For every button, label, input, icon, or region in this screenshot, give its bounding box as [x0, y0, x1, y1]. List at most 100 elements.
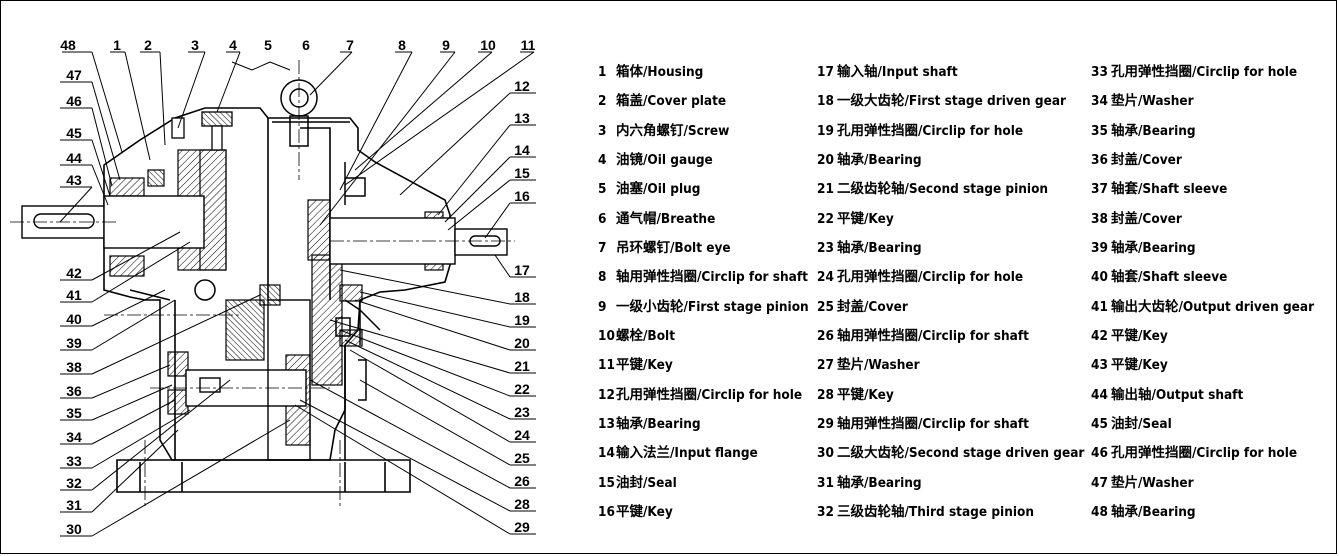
- part-label: 油塞/Oil plug: [616, 181, 701, 198]
- part-label: 平键/Key: [837, 210, 894, 227]
- part-number: 19: [817, 122, 834, 139]
- part-label: 轴承/Bearing: [837, 151, 922, 168]
- part-number: 10: [598, 327, 615, 344]
- part-number: 11: [598, 357, 615, 374]
- part-number: 28: [817, 386, 834, 403]
- callout-8: 8: [398, 37, 406, 53]
- part-item: 16平键/Key: [598, 502, 809, 531]
- callout-22: 22: [514, 381, 530, 397]
- part-label: 二级大齿轮/Second stage driven gear: [837, 445, 1085, 462]
- part-item: 13轴承/Bearing: [598, 414, 809, 443]
- part-number: 45: [1091, 415, 1108, 432]
- callout-10: 10: [480, 37, 496, 53]
- oil-gauge: [171, 111, 233, 151]
- part-label: 轴承/Bearing: [1111, 239, 1196, 256]
- callout-numbers: 48 1 2 3 4 5 6 7 8 9 10 11 47 46 45 44 4…: [60, 37, 535, 537]
- part-number: 4: [598, 151, 607, 168]
- part-number: 46: [1091, 445, 1108, 462]
- part-label: 输出大齿轮/Output driven gear: [1111, 298, 1315, 315]
- leader-lines: [59, 51, 536, 537]
- part-label: 轴用弹性挡圈/Circlip for shaft: [837, 415, 1029, 432]
- callout-24: 24: [514, 427, 530, 443]
- part-label: 轴承/Bearing: [837, 239, 922, 256]
- part-number: 24: [817, 269, 834, 286]
- part-number: 25: [817, 298, 834, 315]
- callout-44: 44: [66, 150, 82, 166]
- part-number: 7: [598, 239, 607, 256]
- part-label: 轴用弹性挡圈/Circlip for shaft: [616, 269, 808, 286]
- part-number: 38: [1091, 210, 1108, 227]
- part-item: 14输入法兰/Input flange: [598, 443, 809, 472]
- part-label: 孔用弹性挡圈/Circlip for hole: [837, 269, 1024, 286]
- part-label: 通气帽/Breathe: [616, 210, 716, 227]
- callout-35: 35: [66, 405, 82, 421]
- callout-18: 18: [514, 289, 530, 305]
- part-label: 二级齿轮轴/Second stage pinion: [837, 181, 1049, 198]
- part-number: 41: [1091, 298, 1108, 315]
- callout-39: 39: [66, 335, 82, 351]
- part-number: 39: [1091, 239, 1108, 256]
- part-number: 34: [1091, 93, 1108, 110]
- callout-25: 25: [514, 450, 530, 466]
- part-number: 12: [598, 386, 615, 403]
- callout-36: 36: [66, 383, 82, 399]
- part-number: 42: [1091, 327, 1108, 344]
- callout-7: 7: [346, 37, 354, 53]
- part-number: 48: [1091, 503, 1108, 520]
- part-label: 孔用弹性挡圈/Circlip for hole: [1111, 445, 1298, 462]
- part-label: 平键/Key: [616, 503, 673, 520]
- part-label: 油封/Seal: [616, 474, 677, 491]
- gearbox-section-drawing: 48 1 2 3 4 5 6 7 8 9 10 11 47 46 45 44 4…: [10, 37, 536, 537]
- callout-26: 26: [514, 473, 530, 489]
- callout-38: 38: [66, 359, 82, 375]
- callout-47: 47: [66, 67, 82, 83]
- part-number: 15: [598, 474, 615, 491]
- part-label: 轴套/Shaft sleeve: [1111, 269, 1228, 286]
- part-label: 平键/Key: [1111, 357, 1168, 374]
- part-label: 输入法兰/Input flange: [616, 445, 758, 462]
- part-number: 44: [1091, 386, 1108, 403]
- part-label: 内六角螺钉/Screw: [616, 122, 730, 139]
- part-number: 30: [817, 445, 834, 462]
- part-number: 8: [598, 269, 607, 286]
- center-lines: [10, 60, 515, 506]
- part-item: 15油封/Seal: [598, 473, 809, 502]
- part-number: 43: [1091, 357, 1108, 374]
- callout-15: 15: [514, 165, 530, 181]
- callout-19: 19: [514, 312, 530, 328]
- part-number: 1: [598, 64, 607, 80]
- part-number: 3: [598, 122, 607, 139]
- part-number: 2: [598, 93, 607, 110]
- part-label: 螺栓/Bolt: [616, 327, 676, 344]
- part-label: 孔用弹性挡圈/Circlip for hole: [1111, 64, 1298, 80]
- part-label: 封盖/Cover: [1111, 210, 1182, 227]
- part-label: 轴承/Bearing: [837, 474, 922, 491]
- part-label: 轴用弹性挡圈/Circlip for shaft: [837, 327, 1029, 344]
- part-label: 箱体/Housing: [616, 64, 704, 80]
- part-number: 31: [817, 474, 834, 491]
- part-label: 平键/Key: [616, 357, 673, 374]
- part-label: 三级齿轮轴/Third stage pinion: [837, 503, 1034, 520]
- part-item: 3 内六角螺钉/Screw: [598, 121, 809, 150]
- part-number: 32: [817, 503, 834, 520]
- callout-1: 1: [113, 37, 121, 53]
- callout-16: 16: [514, 188, 530, 204]
